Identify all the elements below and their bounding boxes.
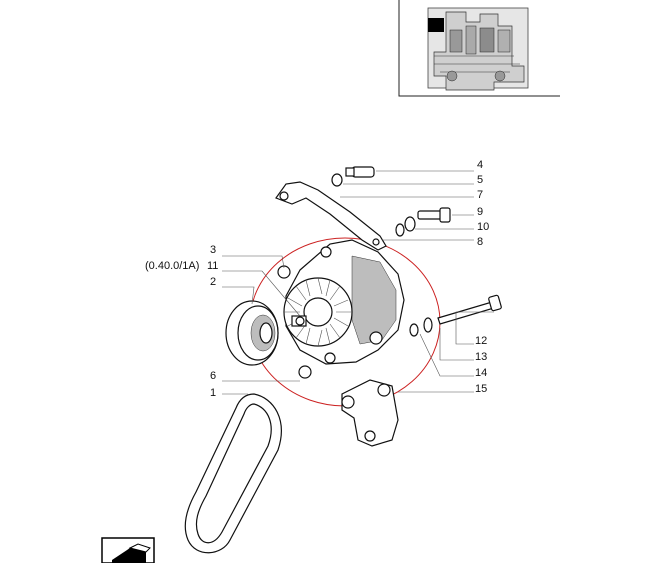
callout-ref[interactable]: (0.40.0/1A) — [145, 260, 199, 272]
callout-15: 15 — [475, 383, 487, 395]
callout-7: 7 — [477, 189, 483, 201]
washer-part-10a — [404, 216, 416, 232]
callout-1: 1 — [210, 387, 216, 399]
pulley-part-2 — [225, 300, 279, 366]
callout-12: 12 — [475, 335, 487, 347]
leader-lines — [222, 170, 494, 395]
callout-9: 9 — [477, 206, 483, 218]
washer-part-14 — [409, 323, 419, 337]
alternator-body — [283, 239, 405, 365]
bolt-part-4 — [345, 166, 375, 178]
bracket-part-7 — [275, 181, 387, 251]
washer-part-13 — [423, 317, 433, 333]
fan-icon — [283, 277, 353, 347]
engine-thumbnail-drawing — [427, 7, 529, 91]
bracket-hole-icon — [372, 238, 380, 246]
washer-part-10b — [395, 223, 405, 237]
callout-13: 13 — [475, 351, 487, 363]
engine-thumbnail[interactable] — [398, 0, 560, 97]
callout-6: 6 — [210, 370, 216, 382]
callout-5: 5 — [477, 174, 483, 186]
long-bolt-part-12 — [437, 294, 502, 325]
callout-11: 11 — [207, 260, 218, 272]
washer-part-3 — [277, 265, 291, 279]
callout-14: 14 — [475, 367, 487, 379]
belt-part-1 — [184, 393, 282, 554]
support-part-15 — [341, 379, 399, 447]
callout-8: 8 — [477, 236, 483, 248]
nut-part-6 — [298, 365, 312, 379]
bolt-part-9 — [417, 207, 451, 223]
washer-part-5 — [331, 173, 343, 187]
callout-4: 4 — [477, 159, 483, 171]
callout-10: 10 — [477, 221, 489, 233]
callout-3: 3 — [210, 244, 216, 256]
bracket-hole-icon — [279, 191, 289, 201]
callout-2: 2 — [210, 276, 216, 288]
document-icon[interactable] — [101, 537, 155, 563]
